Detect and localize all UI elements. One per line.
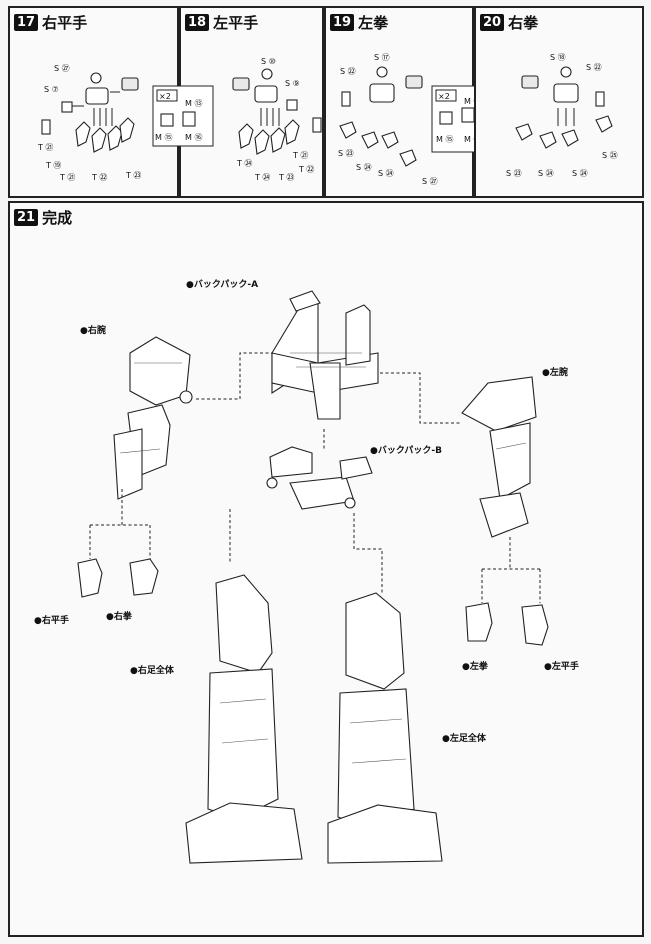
- step-19-header: 19 左拳: [330, 12, 388, 33]
- hand-part-icon: S ㉗ S ⑦ T ㉑ T ⑲ T ㉑ T ㉒ T ㉓: [37, 64, 141, 182]
- code-m13: M ⑬: [185, 99, 202, 108]
- code-s24b: S ㉔: [572, 169, 588, 178]
- code-m15: M ⑮: [436, 135, 453, 144]
- step-19-panel: 19 左拳 ×2 S ⑰ S ㉒ S ㉓ S ㉔ S ㉔ S ㉗ M ⑭ M ⑮: [324, 6, 491, 198]
- code-t21a: T ㉑: [37, 143, 53, 152]
- leg-assembly-icon: [185, 574, 303, 864]
- step-19-title: 左拳: [358, 14, 389, 32]
- step-21-panel: 21 完成 ●バックパック-A: [8, 201, 644, 937]
- code-t23: T ㉓: [125, 171, 141, 180]
- step-20-panel: 20 右拳 S ⑱ S ㉒ S ㉓ S ㉔ S ㉔ S ㉕: [474, 6, 644, 198]
- multiplier: ×2: [438, 92, 450, 101]
- arm-assembly-icon: [461, 376, 537, 538]
- code-s24a: S ㉔: [356, 163, 372, 172]
- code-s7: S ⑦: [44, 85, 59, 94]
- code-s24b: S ㉔: [378, 169, 394, 178]
- step-19-number: 19: [330, 14, 355, 31]
- label-right-arm: ●右腕: [80, 324, 106, 336]
- code-s27: S ㉗: [54, 64, 70, 73]
- code-m15: M ⑮: [155, 133, 172, 142]
- backpack-icon: [266, 446, 373, 510]
- arm-assembly-icon: [113, 336, 193, 500]
- hand-part-icon: ×2 S ⑰ S ㉒ S ㉓ S ㉔ S ㉔ S ㉗ M ⑭ M ⑮ M ⑯: [338, 53, 491, 186]
- code-m14: M ⑭: [464, 97, 481, 106]
- step-17-parts: [41, 72, 139, 153]
- multiplier: ×2: [159, 92, 171, 101]
- code-t21b: T ㉑: [59, 173, 75, 182]
- code-t24b: T ㉔: [254, 173, 270, 182]
- label-right-fist: ●右拳: [106, 610, 133, 622]
- step-20-header: 20 右拳: [480, 12, 538, 33]
- step-17-header: 17 右平手: [14, 12, 87, 33]
- step-18-header: 18 左平手: [185, 12, 258, 33]
- backpack-icon: [271, 290, 379, 420]
- code-t19: T ⑲: [45, 161, 61, 170]
- code-s17: S ⑰: [374, 53, 390, 62]
- label-right-flat-hand: ●右平手: [34, 614, 69, 626]
- completion-diagram: ●バックパック-A ●右腕 ●左腕: [34, 278, 579, 864]
- step-18-title: 左平手: [213, 14, 259, 32]
- code-t22: T ㉒: [91, 173, 107, 182]
- code-t21: T ㉑: [292, 151, 308, 160]
- label-right-leg: ●右足全体: [130, 664, 175, 676]
- hand-part-icon: [77, 558, 549, 646]
- code-s18: S ⑱: [550, 53, 566, 62]
- code-s25: S ㉕: [602, 151, 618, 160]
- code-s22: S ㉒: [586, 63, 602, 72]
- code-s9: S ⑨: [285, 79, 300, 88]
- step-18-panel: 18 左平手 ×2 S ⑩ S ⑨ M ⑬ M ⑮ M ⑯ T ㉔ T ㉔: [152, 6, 324, 198]
- step-20-number: 20: [480, 14, 505, 31]
- step-17-number: 17: [14, 14, 39, 31]
- code-t24a: T ㉔: [236, 159, 252, 168]
- label-left-flat-hand: ●左平手: [544, 660, 579, 672]
- code-t23: T ㉓: [278, 173, 294, 182]
- hand-part-icon: S ⑱ S ㉒ S ㉓ S ㉔ S ㉔ S ㉕: [506, 53, 618, 178]
- leg-assembly-icon: [327, 592, 443, 864]
- code-s22: S ㉒: [340, 67, 356, 76]
- code-s10: S ⑩: [261, 57, 276, 66]
- step-17-panel: 17 右平手 S ㉗ S ⑦ T ㉑ T ⑲ T ㉑ T ㉒ T ㉓: [8, 6, 179, 198]
- label-left-leg: ●左足全体: [442, 732, 487, 744]
- step-18-number: 18: [185, 14, 210, 31]
- hand-part-icon: ×2 S ⑩ S ⑨ M ⑬ M ⑮ M ⑯ T ㉔ T ㉔ T ㉓ T ㉑ T…: [152, 57, 322, 182]
- code-s23: S ㉓: [506, 169, 522, 178]
- code-s27: S ㉗: [422, 177, 438, 186]
- step-17-title: 右平手: [42, 14, 88, 32]
- step-20-title: 右拳: [508, 14, 539, 32]
- code-s23: S ㉓: [338, 149, 354, 158]
- label-backpack-a: ●バックパック-A: [186, 278, 258, 290]
- step-21-title: 完成: [42, 209, 73, 227]
- label-left-arm: ●左腕: [542, 366, 568, 378]
- code-m16: M ⑯: [464, 135, 481, 144]
- code-t22: T ㉒: [298, 165, 314, 174]
- code-m16: M ⑯: [185, 133, 202, 142]
- step-21-number: 21: [14, 209, 39, 226]
- label-backpack-b: ●バックパック-B: [370, 444, 442, 456]
- label-left-fist: ●左拳: [462, 660, 489, 672]
- code-s24a: S ㉔: [538, 169, 554, 178]
- step-21-header: 21 完成: [14, 207, 72, 228]
